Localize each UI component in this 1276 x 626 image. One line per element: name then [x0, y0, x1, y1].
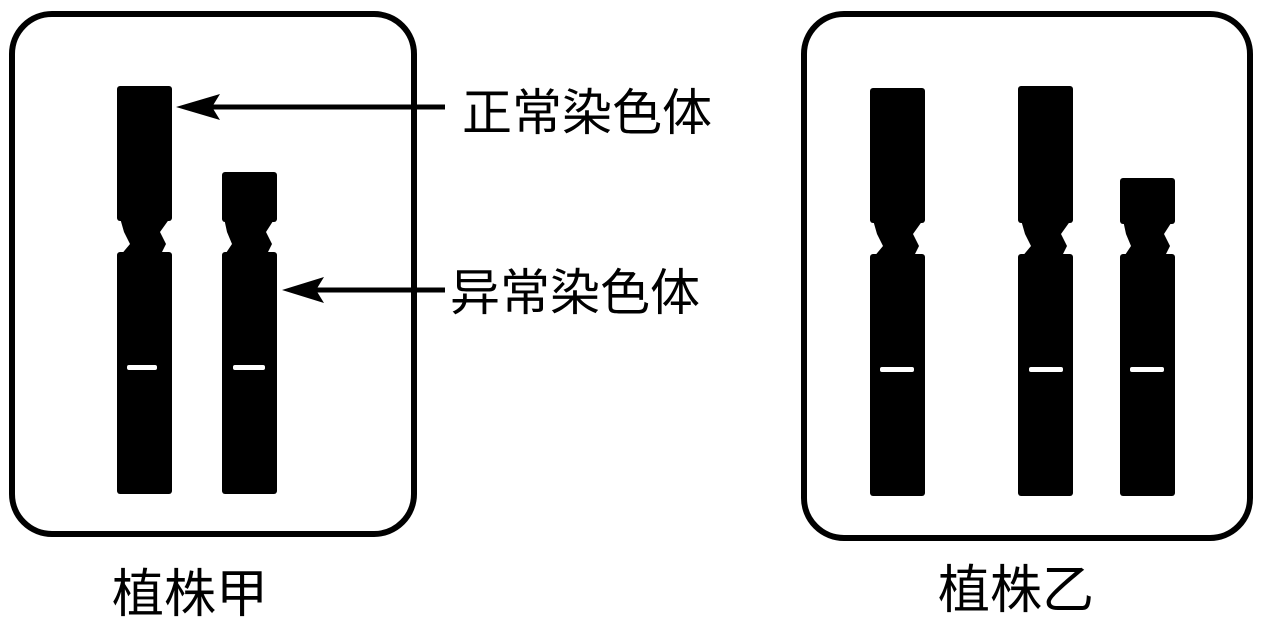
chromosome-abnormal — [222, 172, 277, 494]
panel-frame-a — [9, 11, 417, 537]
chromosome-abnormal — [1120, 178, 1175, 496]
arrow-normal — [176, 94, 445, 120]
chromosome-normal — [117, 86, 172, 494]
panel-frame-b — [801, 11, 1253, 541]
panel-b-chromosomes — [870, 86, 1175, 496]
chromosome-band-mark — [127, 365, 157, 370]
chromosome-band-mark — [880, 367, 914, 372]
chromosome-band-mark — [1130, 367, 1164, 372]
arrow-abnormal — [282, 277, 445, 303]
label-normal-chromosome: 正常染色体 — [462, 84, 712, 142]
panel-caption-b: 植株乙 — [938, 561, 1094, 621]
chromosome-band-mark — [233, 365, 265, 370]
panel-a-chromosomes — [117, 86, 277, 494]
chromosome-normal — [870, 88, 925, 496]
label-abnormal-chromosome: 异常染色体 — [450, 264, 700, 322]
panel-caption-a: 植株甲 — [112, 565, 268, 625]
chromosome-band-mark — [1029, 367, 1063, 372]
chromosome-normal — [1018, 86, 1073, 496]
